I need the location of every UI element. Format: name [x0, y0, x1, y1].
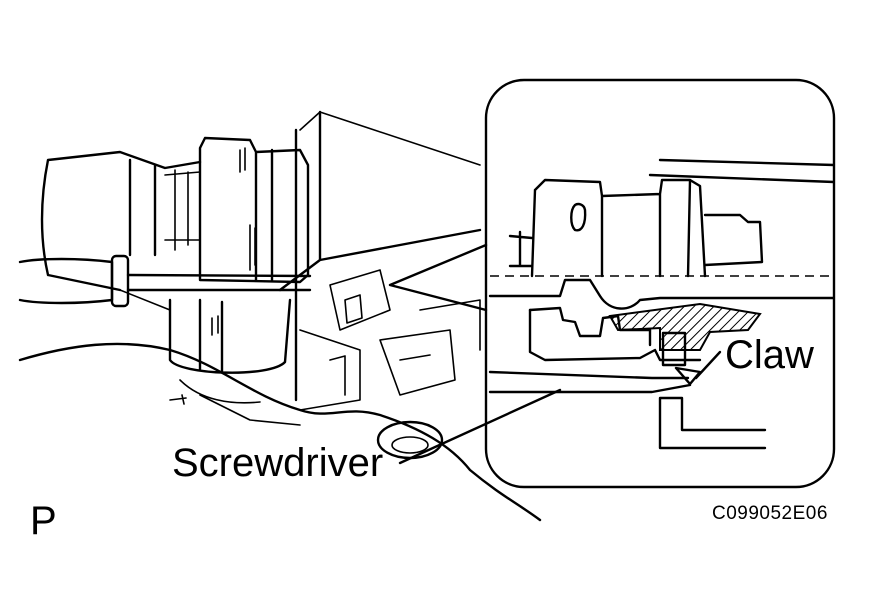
detail-seat — [488, 278, 834, 310]
housing-ribs — [299, 269, 481, 411]
sensor-housing — [198, 136, 310, 284]
housing-upper-edge — [299, 111, 481, 166]
screwdriver-ferrule — [110, 254, 130, 308]
detail-sensor-tip — [703, 213, 764, 267]
detail-callout-wedge — [388, 243, 488, 312]
detail-housing-top — [648, 158, 834, 184]
detail-sensor-slot — [570, 202, 587, 232]
screwdriver-label: Screwdriver — [172, 441, 383, 485]
detail-sensor-body — [530, 178, 707, 278]
detail-hatched-section — [608, 302, 762, 351]
claw-leader-line — [694, 350, 722, 380]
housing-lower-lines — [169, 379, 301, 426]
bolt-boss-inner — [391, 436, 429, 454]
detail-left-neck — [508, 230, 534, 268]
detail-lower-body — [528, 308, 702, 362]
screwdriver-handle — [18, 257, 114, 305]
detail-claw-block — [661, 331, 687, 367]
detail-screwdriver-shaft — [488, 370, 692, 394]
screwdriver-leader-line — [398, 388, 562, 465]
figure-code-label: C099052E06 — [712, 503, 828, 524]
detail-inset-frame — [484, 78, 836, 489]
detail-bracket — [658, 396, 767, 450]
screwdriver-shaft — [126, 273, 312, 292]
lower-cylinder — [168, 298, 292, 374]
housing-outline — [18, 342, 542, 522]
claw-label: Claw — [725, 333, 814, 377]
sensor-grooves — [164, 147, 256, 271]
connector-body — [40, 150, 202, 292]
view-code-label: P — [30, 499, 57, 543]
main-assembly-drawing — [18, 110, 542, 522]
detail-inset-drawing — [488, 158, 834, 450]
